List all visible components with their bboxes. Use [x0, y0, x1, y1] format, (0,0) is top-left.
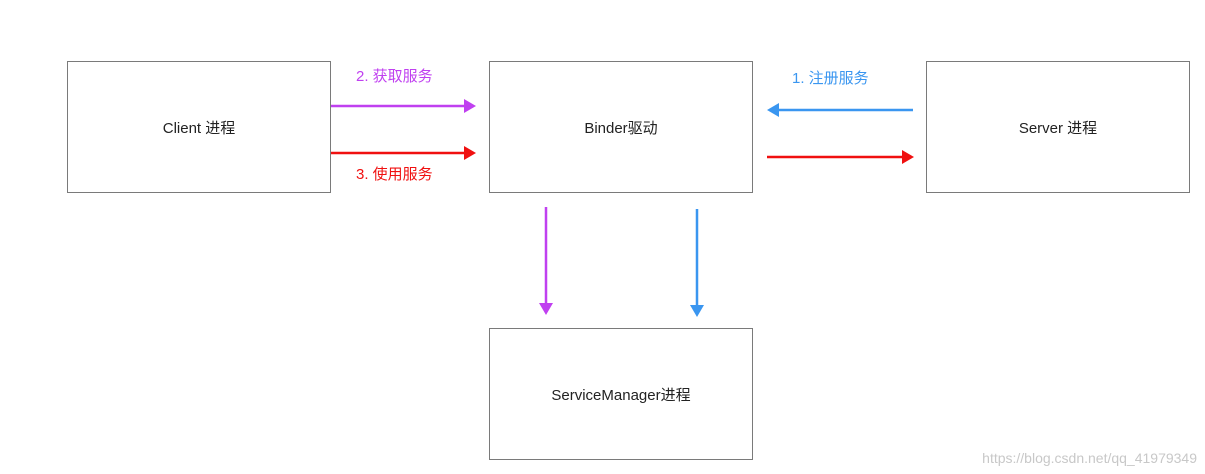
binder-driver-label: Binder驱动 [584, 119, 658, 137]
get-service-label: 2. 获取服务 [356, 68, 433, 85]
arrow-use-service [331, 146, 476, 160]
server-process-label: Server 进程 [1018, 119, 1098, 137]
use-service-label: 3. 使用服务 [356, 166, 433, 183]
arrow-binder-to-sm-blue [690, 209, 704, 317]
arrow-register-service [767, 103, 913, 117]
server-process-node: Server 进程 [926, 61, 1190, 193]
arrow-binder-to-server [767, 150, 914, 164]
arrow-binder-to-sm-purple [539, 207, 553, 315]
service-manager-node: ServiceManager进程 [489, 328, 753, 460]
watermark: https://blog.csdn.net/qq_41979349 [982, 450, 1197, 466]
binder-driver-node: Binder驱动 [489, 61, 753, 193]
service-manager-label: ServiceManager进程 [551, 386, 691, 404]
client-process-label: Client 进程 [162, 119, 236, 137]
arrow-get-service [331, 99, 476, 113]
register-service-label: 1. 注册服务 [792, 70, 869, 87]
client-process-node: Client 进程 [67, 61, 331, 193]
